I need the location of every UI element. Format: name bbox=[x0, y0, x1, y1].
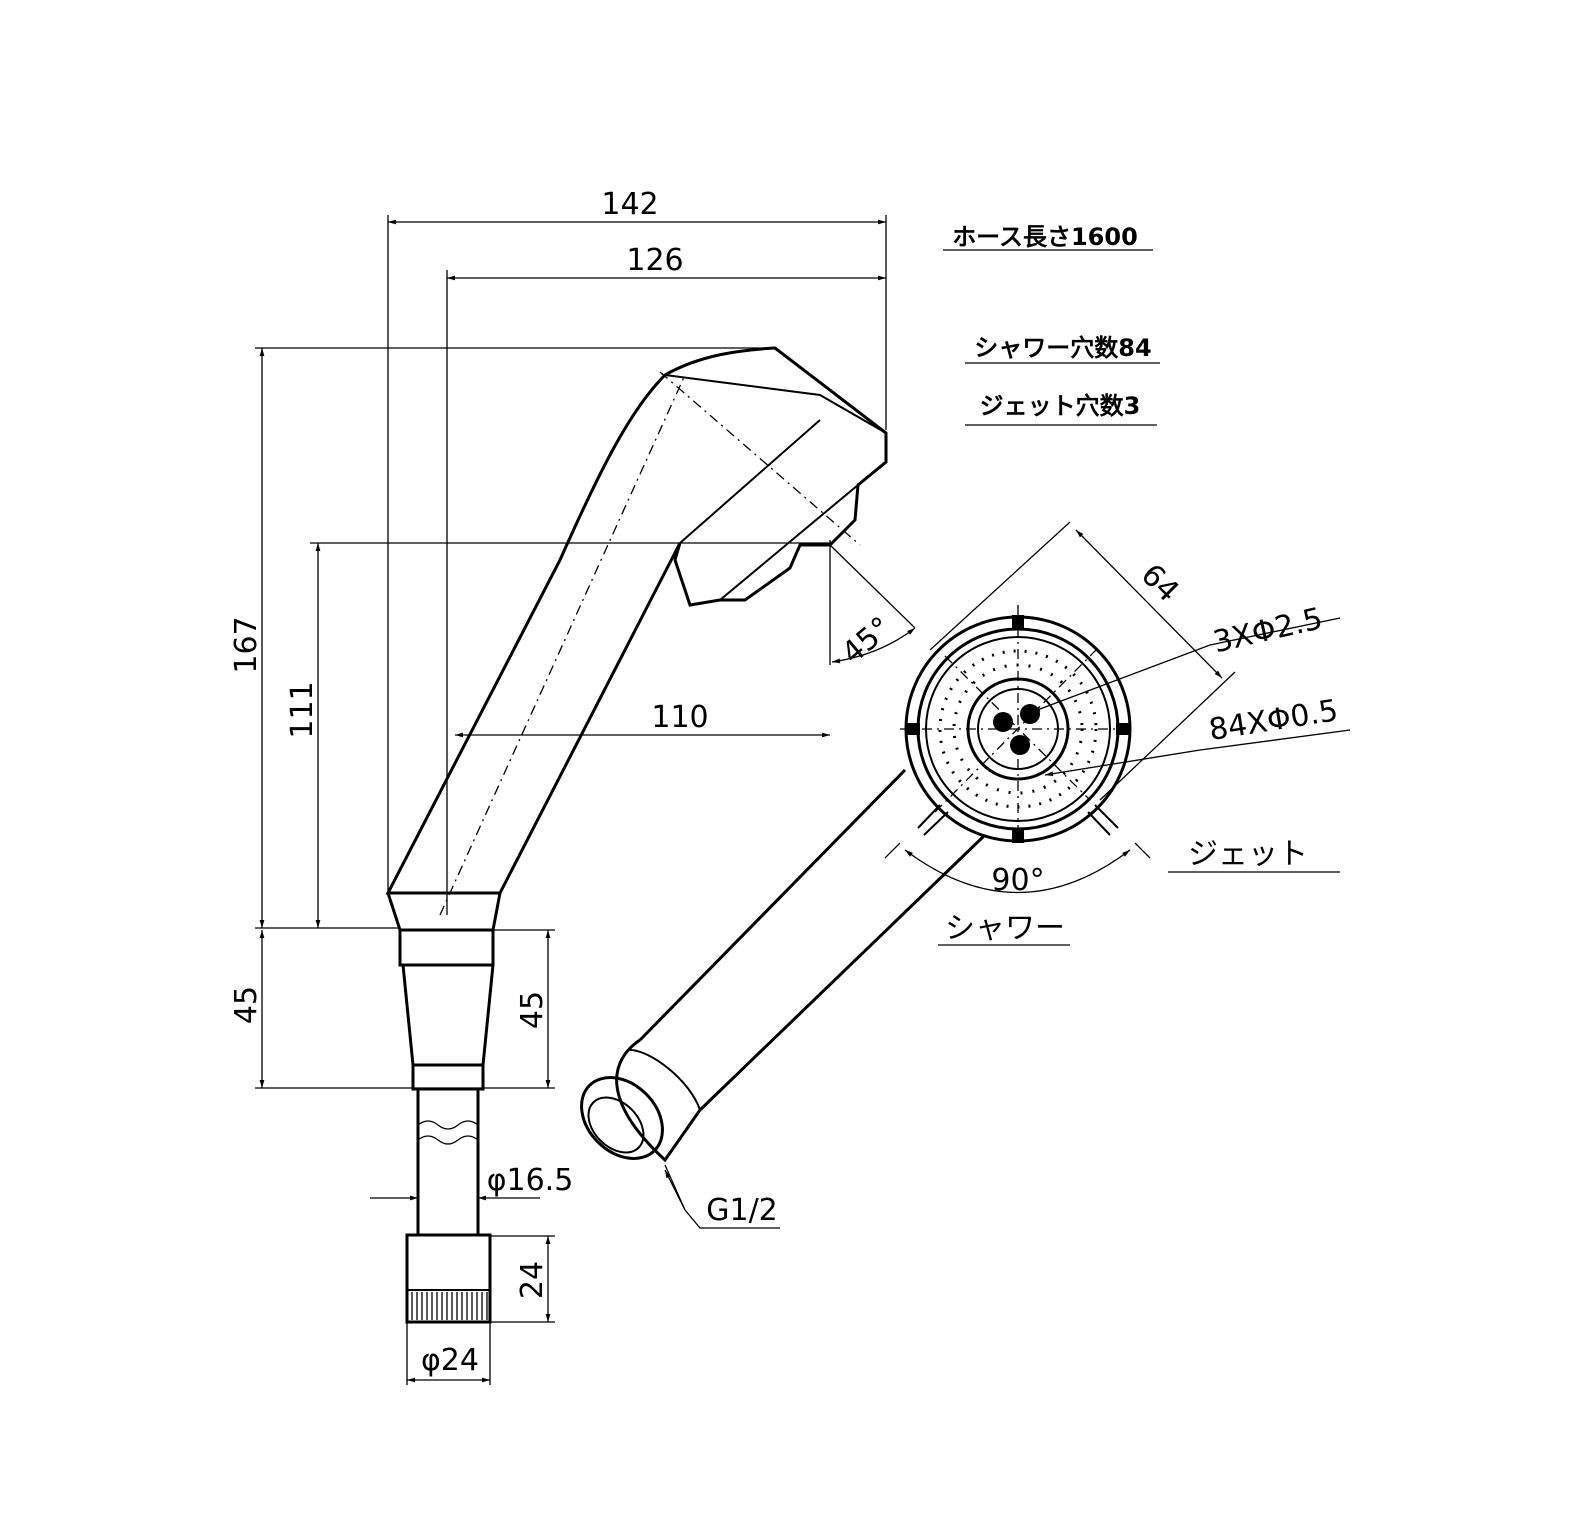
dim-110: 110 bbox=[651, 700, 708, 735]
handset-side-view bbox=[385, 346, 888, 1324]
dim-45-angle: 45° bbox=[835, 610, 898, 671]
dim-64: 64 bbox=[1134, 557, 1186, 609]
dim-hose-diameter: φ16.5 bbox=[487, 1163, 574, 1198]
dim-126: 126 bbox=[626, 243, 683, 278]
dim-nut-diameter: φ24 bbox=[421, 1343, 479, 1378]
knurling bbox=[407, 1289, 490, 1320]
dim-45-right: 45 bbox=[515, 991, 550, 1029]
dim-24: 24 bbox=[515, 1261, 550, 1299]
notes: ホース長さ1600 シャワー穴数84 ジェット穴数3 bbox=[943, 223, 1160, 426]
handset-angled-view bbox=[580, 521, 1351, 1229]
shower-label: シャワー bbox=[945, 911, 1065, 946]
note-hose-length: ホース長さ1600 bbox=[952, 223, 1138, 251]
thread-label: G1/2 bbox=[706, 1193, 778, 1228]
dimension-lines bbox=[255, 215, 916, 1385]
dim-111: 111 bbox=[285, 681, 320, 738]
dim-45-left: 45 bbox=[229, 986, 264, 1024]
jet-holes-spec: 3XΦ2.5 bbox=[1210, 601, 1326, 660]
dim-167: 167 bbox=[229, 616, 264, 673]
dim-142: 142 bbox=[601, 187, 658, 222]
switch-angle: 90° bbox=[991, 863, 1044, 898]
jet-label: ジェット bbox=[1188, 837, 1308, 872]
note-jet-holes: ジェット穴数3 bbox=[980, 392, 1141, 420]
note-shower-holes: シャワー穴数84 bbox=[974, 334, 1151, 362]
